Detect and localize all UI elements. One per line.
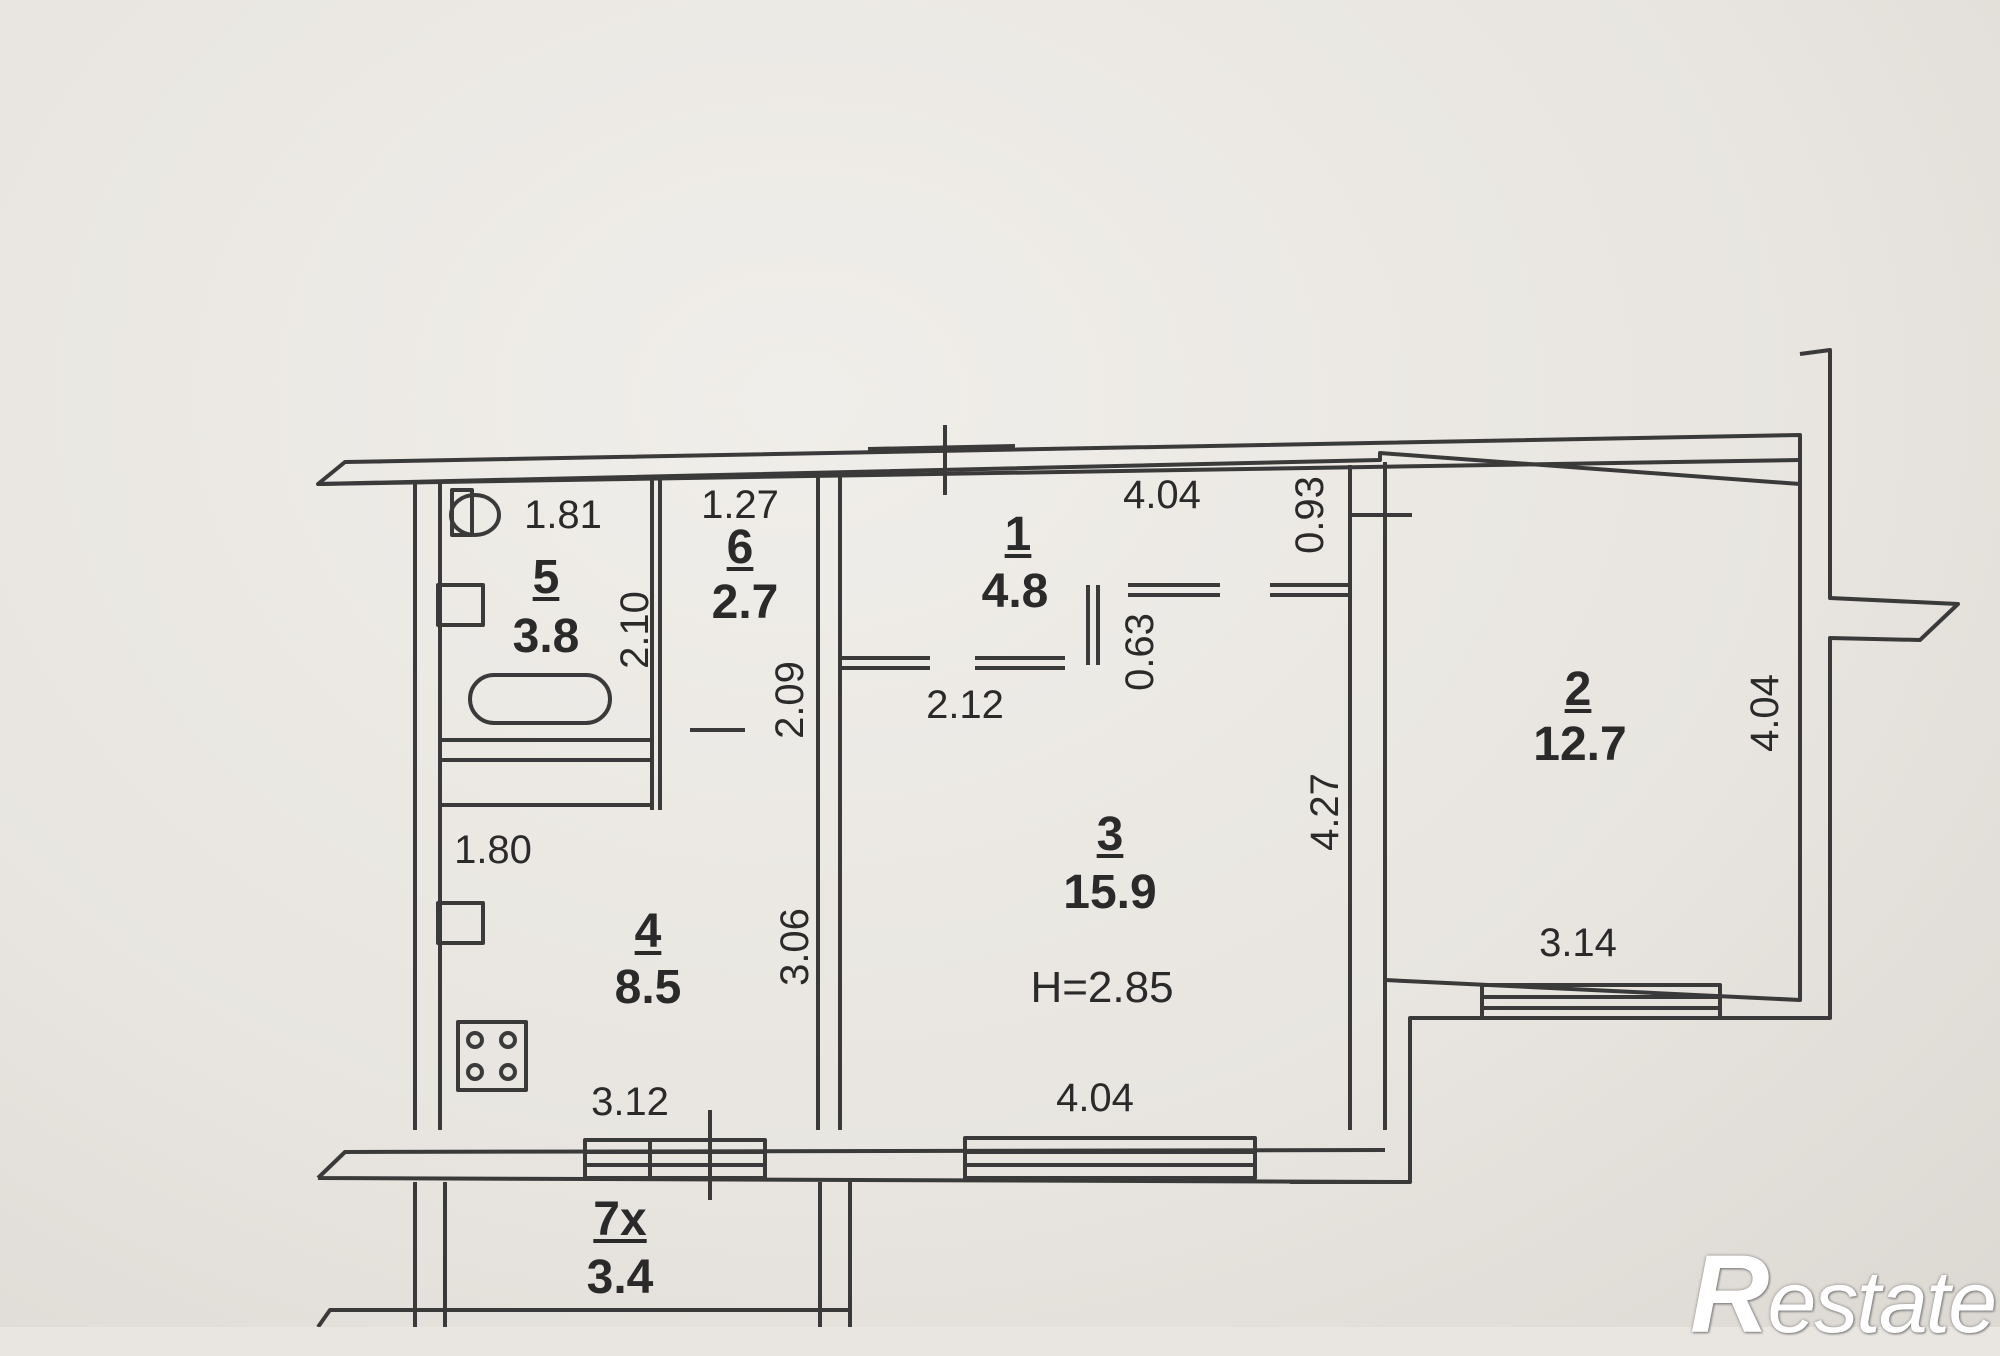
dim-4-04-right: 4.04	[1743, 674, 1787, 752]
room-1-area: 4.8	[981, 565, 1049, 618]
balcony	[316, 1182, 852, 1327]
wall-1-dbl	[1086, 585, 1100, 665]
wall-top-inner	[317, 458, 1801, 486]
room-3-number: 3	[1096, 808, 1124, 861]
toilet	[449, 493, 501, 537]
room-3-area: 15.9	[1063, 866, 1157, 919]
dim-4-04-bottom: 4.04	[1056, 1076, 1134, 1120]
window-top	[867, 425, 1016, 495]
wall-1-3b	[840, 593, 1350, 670]
sink-5	[436, 583, 485, 627]
wall-left	[413, 484, 442, 1130]
dim-2-12: 2.12	[926, 683, 1004, 727]
window-room-3	[963, 1136, 1257, 1180]
room-2-number: 2	[1564, 663, 1592, 716]
logo-rest: estate	[1767, 1252, 1997, 1351]
wall-top	[316, 433, 1802, 486]
dim-0-63: 0.63	[1118, 613, 1162, 691]
room-7x-number: 7x	[593, 1193, 647, 1246]
dim-4-04-top: 4.04	[1123, 473, 1201, 517]
wall-3-2	[1348, 462, 1387, 1130]
dim-3-06: 3.06	[773, 908, 817, 986]
dim-1-81: 1.81	[524, 493, 602, 537]
window-room-2	[1480, 983, 1722, 1020]
wall-6-1	[816, 474, 842, 1130]
room-7x-area: 3.4	[586, 1251, 654, 1304]
logo-initial: R	[1690, 1233, 1769, 1356]
bathtub	[468, 673, 612, 725]
sink-4	[436, 901, 485, 945]
dim-1-80: 1.80	[454, 828, 532, 872]
dim-3-12: 3.12	[591, 1080, 669, 1124]
wall-1-3	[840, 583, 1350, 660]
window-room-4	[583, 1138, 767, 1180]
dim-0-93: 0.93	[1288, 476, 1332, 554]
room-2-area: 12.7	[1533, 718, 1627, 771]
room-5-number: 5	[532, 551, 560, 604]
floor-plan-drawing	[316, 348, 1960, 1327]
dim-2-10: 2.10	[613, 591, 657, 669]
wall-right	[1290, 348, 1960, 1184]
restate-logo: Restate	[1690, 1240, 1997, 1351]
room-6-area: 2.7	[711, 576, 779, 629]
dim-1-27: 1.27	[701, 483, 779, 527]
dim-4-27: 4.27	[1303, 773, 1347, 851]
room-1-number: 1	[1004, 508, 1032, 561]
stove	[456, 1020, 528, 1092]
room-4-number: 4	[634, 905, 662, 958]
wall-5-6	[650, 478, 662, 810]
dim-2-09: 2.09	[768, 661, 812, 739]
room-4-area: 8.5	[614, 961, 682, 1014]
room-6-number: 6	[726, 521, 754, 574]
dim-3-14: 3.14	[1539, 921, 1617, 965]
wall-bath	[440, 738, 654, 807]
ceiling-height: H=2.85	[1030, 963, 1174, 1012]
room-5-area: 3.8	[512, 610, 580, 663]
